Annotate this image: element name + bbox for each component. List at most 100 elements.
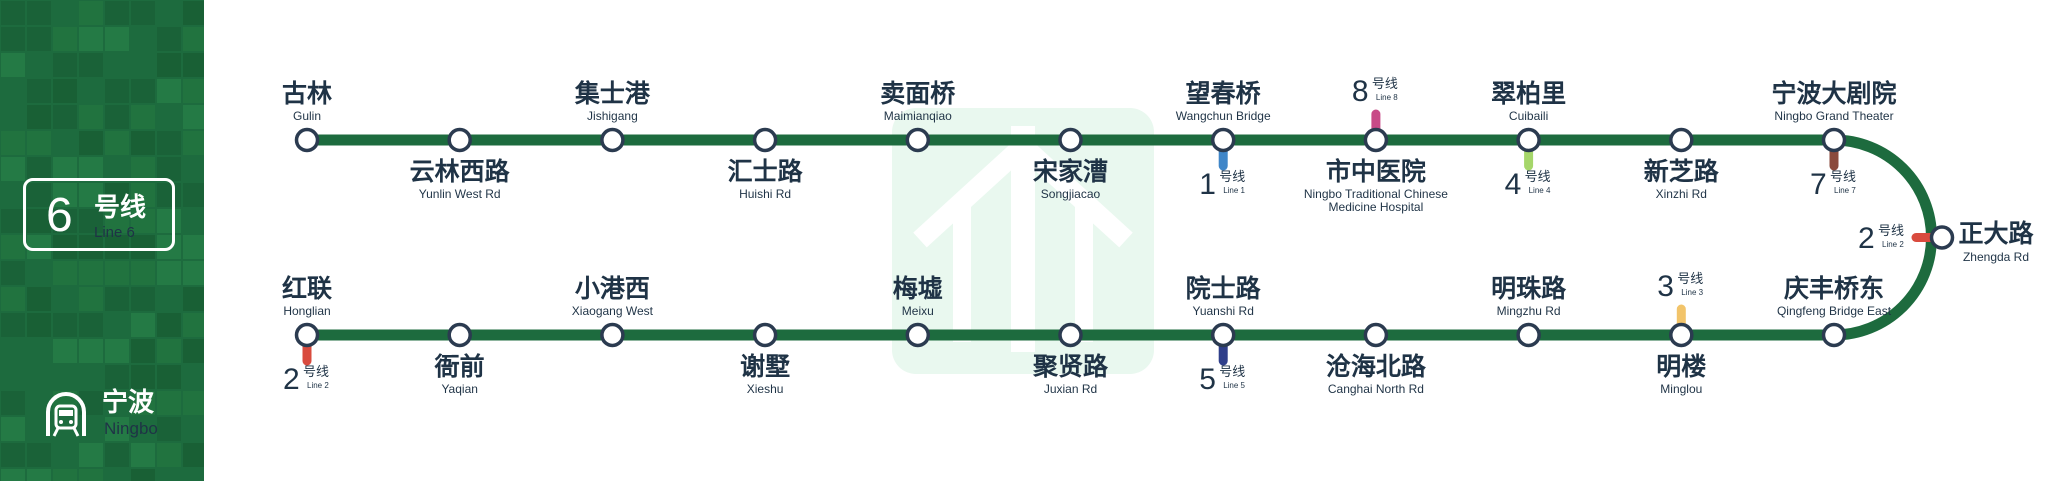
mosaic-tile <box>105 313 129 337</box>
transfer-line-cn: 号线 <box>1524 170 1551 185</box>
mosaic-tile <box>157 105 181 129</box>
mosaic-tile <box>157 53 181 77</box>
mosaic-tile <box>53 365 77 389</box>
transfer-line-cn: 号线 <box>1219 365 1246 380</box>
station-node-xieshu[interactable] <box>752 322 778 348</box>
station-name-cn: 明楼 <box>1656 352 1707 381</box>
transfer-line-en: Line 2 <box>1882 240 1904 249</box>
station-name-cn: 衙前 <box>434 352 485 381</box>
station-name-en: Yunlin West Rd <box>418 187 501 201</box>
station-node-ningbo-traditional-chinese[interactable] <box>1363 127 1389 153</box>
station-node-maimianqiao[interactable] <box>905 127 931 153</box>
mosaic-tile <box>27 469 51 481</box>
mosaic-tile <box>157 391 181 415</box>
station-node-qingfeng-bridge-east[interactable] <box>1821 322 1847 348</box>
mosaic-tile <box>157 157 181 181</box>
mosaic-tile <box>183 183 204 207</box>
mosaic-tile <box>157 131 181 155</box>
mosaic-tile <box>105 443 129 467</box>
mosaic-tile <box>183 261 204 285</box>
station-name-en: Gulin <box>292 109 322 123</box>
mosaic-tile <box>105 261 129 285</box>
transfer-line-en: Line 4 <box>1528 186 1551 195</box>
station-name-cn: 宁波大剧院 <box>1771 79 1897 108</box>
station-node-zhengda-rd[interactable] <box>1929 225 1955 250</box>
station-node-ningbo-grand-theater[interactable] <box>1821 127 1847 153</box>
station-name-cn: 院士路 <box>1185 274 1261 303</box>
transfer-line-number: 4 <box>1504 168 1522 201</box>
station-name-cn: 卖面桥 <box>880 79 956 108</box>
station-name-en: Songjiacao <box>1040 187 1101 201</box>
transfer-line-cn: 号线 <box>303 365 330 380</box>
station-node-wangchun-bridge[interactable] <box>1210 127 1236 153</box>
mosaic-tile <box>79 1 103 25</box>
mosaic-tile <box>183 27 204 51</box>
line-name-en: Line 6 <box>94 224 135 241</box>
station-name-en: Mingzhu Rd <box>1496 304 1561 318</box>
mosaic-tile <box>27 313 51 337</box>
mosaic-tile <box>1 1 25 25</box>
station-node-xiaogang-west[interactable] <box>600 322 625 348</box>
mosaic-tile <box>1 105 25 129</box>
mosaic-tile <box>1 417 25 441</box>
line-number: 6 <box>46 189 73 242</box>
station-node-yunlin-west-rd[interactable] <box>447 127 472 153</box>
transfer-line-number: 8 <box>1351 75 1369 108</box>
mosaic-tile <box>131 209 155 233</box>
station-node-minglou[interactable] <box>1669 322 1694 348</box>
station-node-jishigang[interactable] <box>600 127 625 153</box>
station-name-cn: 汇士路 <box>727 157 803 186</box>
station-node-yaqian[interactable] <box>447 322 472 348</box>
mosaic-tile <box>131 1 155 25</box>
station-node-honglian[interactable] <box>294 322 320 348</box>
station-name-cn: 梅墟 <box>892 274 943 303</box>
station-name-cn: 红联 <box>281 274 333 303</box>
mosaic-tile <box>27 339 51 363</box>
mosaic-tile <box>53 1 77 25</box>
station-node-meixu[interactable] <box>905 322 931 348</box>
mosaic-tile <box>53 443 77 467</box>
station-node-huishi-rd[interactable] <box>752 127 778 153</box>
station-name-en-line2: Medicine Hospital <box>1328 200 1424 214</box>
mosaic-tile <box>79 443 103 467</box>
mosaic-tile <box>1 131 25 155</box>
transfer-line-en: Line 7 <box>1834 186 1856 195</box>
station-node-songjiacao[interactable] <box>1058 127 1083 153</box>
mosaic-tile <box>157 469 181 481</box>
mosaic-tile <box>131 27 155 51</box>
station-name-en: Cuibaili <box>1508 109 1549 123</box>
station-node-cuibaili[interactable] <box>1516 127 1541 153</box>
mosaic-tile <box>27 79 51 103</box>
transfer-line-cn: 号线 <box>1878 224 1905 239</box>
mosaic-tile <box>105 27 129 51</box>
station-node-juxian-rd[interactable] <box>1058 322 1083 348</box>
mosaic-tile <box>53 105 77 129</box>
station-node-canghai-north-rd[interactable] <box>1363 322 1389 348</box>
transfer-line-number: 3 <box>1657 270 1674 303</box>
station-name-cn: 小港西 <box>574 274 650 303</box>
transfer-line-en: Line 1 <box>1223 186 1245 195</box>
mosaic-tile <box>105 79 129 103</box>
station-node-yuanshi-rd[interactable] <box>1210 322 1236 348</box>
mosaic-tile <box>131 105 155 129</box>
station-name-en: Maimianqiao <box>883 109 952 123</box>
station-name-en: Xieshu <box>746 382 784 396</box>
mosaic-tile <box>27 157 51 181</box>
station-name-cn: 云林西路 <box>409 157 510 186</box>
station-node-gulin[interactable] <box>294 127 320 153</box>
mosaic-tile <box>53 261 77 285</box>
line-badge: 6 号线 Line 6 <box>23 178 175 251</box>
station-node-mingzhu-rd[interactable] <box>1516 322 1541 348</box>
station-name-cn: 集士港 <box>574 79 650 108</box>
station-node-xinzhi-rd[interactable] <box>1669 127 1694 153</box>
station-name-en: Ningbo Grand Theater <box>1774 109 1894 123</box>
mosaic-tile <box>105 469 129 481</box>
